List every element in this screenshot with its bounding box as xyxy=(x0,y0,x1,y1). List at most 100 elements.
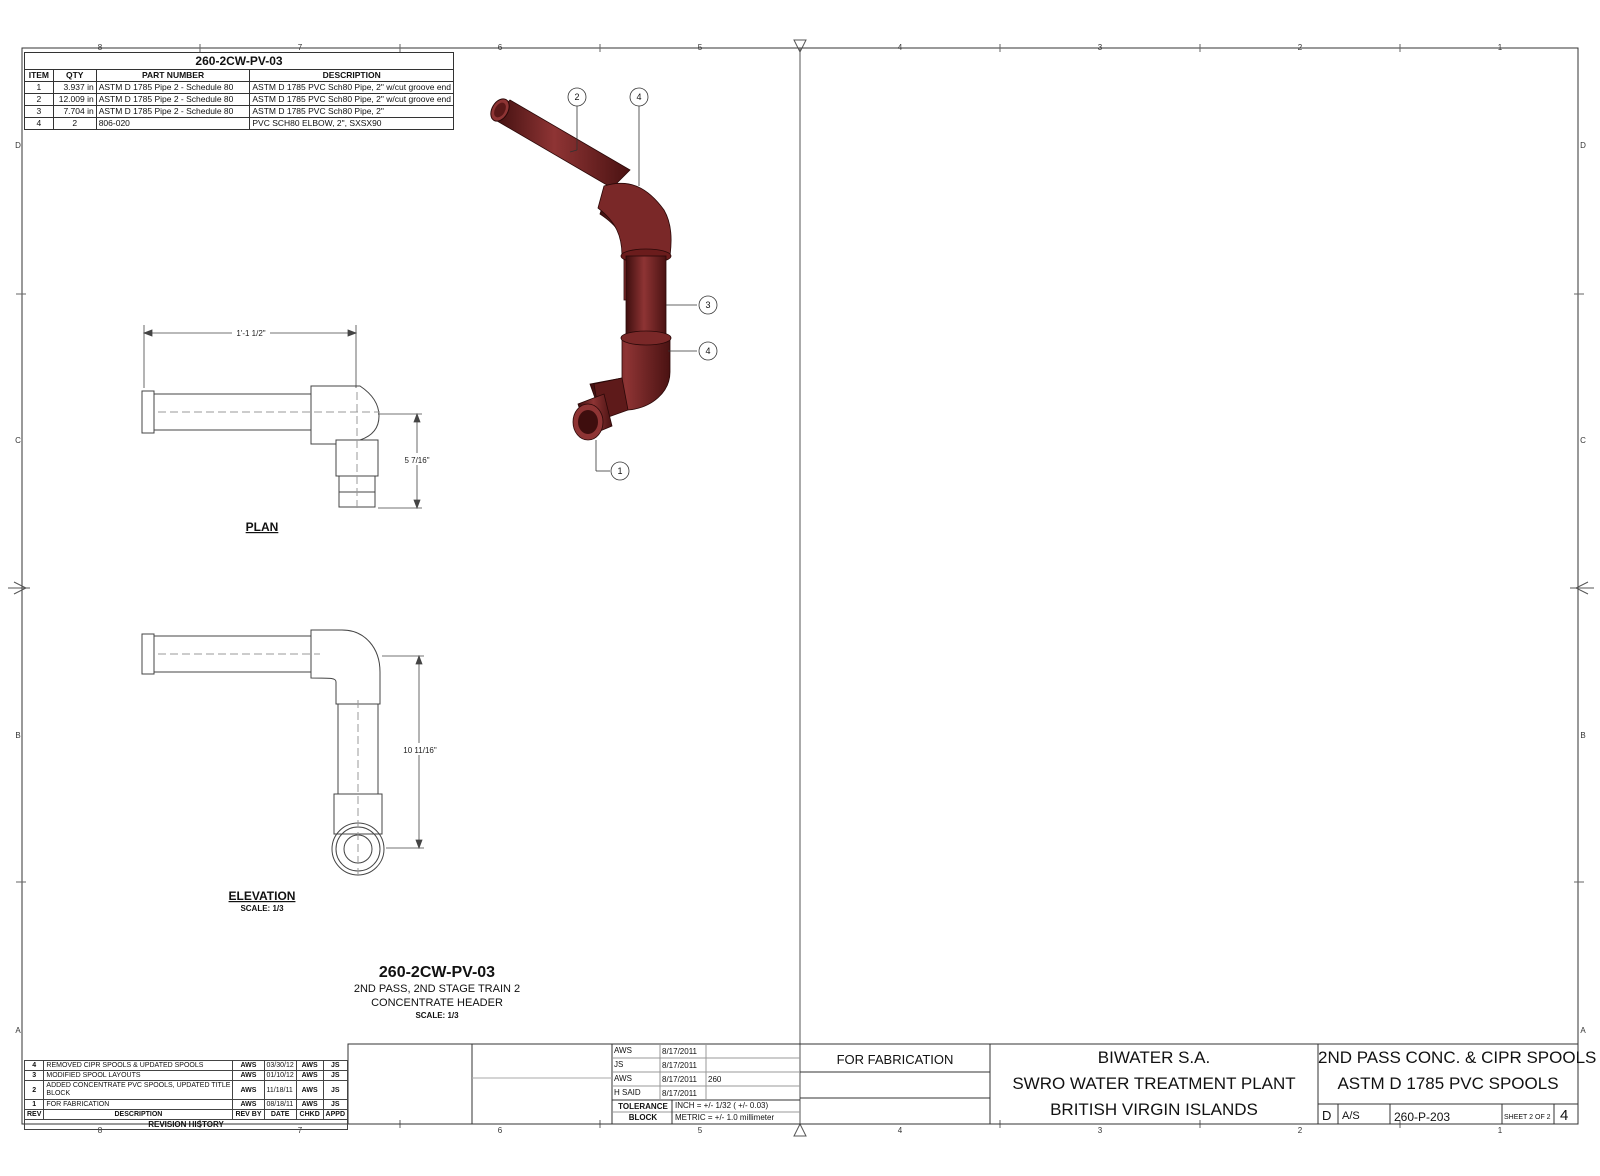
tolerance-label: TOLERANCE BLOCK xyxy=(618,1102,668,1122)
checked-date: 8/17/2011 xyxy=(662,1061,697,1070)
spool-line1: 2ND PASS, 2ND STAGE TRAIN 2 xyxy=(354,983,520,995)
rev-title: REVISION HISTORY xyxy=(24,1119,348,1130)
bom-qty: 12.009 in xyxy=(52,93,97,106)
rev-date: 08/18/11 xyxy=(263,1099,297,1110)
bom-item: 1 xyxy=(24,81,54,94)
status-value: FOR FABRICATION xyxy=(836,1052,954,1067)
zone-top-4: 4 xyxy=(898,43,903,52)
rev-appd: JS xyxy=(322,1080,349,1100)
balloon-leaders xyxy=(569,106,697,472)
client-name: BIWATER S.A. xyxy=(1097,1048,1211,1067)
project-number: 260 xyxy=(708,1075,722,1084)
project-line2: BRITISH VIRGIN ISLANDS xyxy=(1050,1100,1258,1119)
rev-chkd: AWS xyxy=(295,1060,324,1071)
bom-item: 4 xyxy=(24,117,54,130)
bom-title: 260-2CW-PV-03 xyxy=(24,52,454,70)
zone-bottom-3: 3 xyxy=(1098,1126,1103,1135)
zone-left-b: B xyxy=(15,731,20,740)
zone-bottom-7: 7 xyxy=(298,1126,303,1135)
zone-top-1: 1 xyxy=(1498,43,1503,52)
rev-num: 3 xyxy=(23,1070,45,1081)
bom-row: 3 7.704 in ASTM D 1785 Pipe 2 - Schedule… xyxy=(24,105,454,118)
rev-num: 1 xyxy=(23,1099,45,1110)
drawing-title-2: ASTM D 1785 PVC SPOOLS xyxy=(1337,1074,1559,1093)
bom-part: ASTM D 1785 Pipe 2 - Schedule 80 xyxy=(95,105,251,118)
rev-chkd: AWS xyxy=(295,1070,324,1081)
rev-header-rev: REV xyxy=(23,1109,45,1120)
rev-by: AWS xyxy=(232,1070,265,1081)
zone-right-c: C xyxy=(1580,436,1586,445)
revision-row: 3 MODIFIED SPOOL LAYOUTS AWS 01/10/12 AW… xyxy=(23,1070,349,1081)
sheet-number: SHEET 2 OF 2 xyxy=(1504,1114,1551,1121)
tolerance-metric: METRIC = +/- 1.0 millimeter xyxy=(675,1113,775,1122)
rev-appd: JS xyxy=(322,1099,349,1110)
plan-dim-vertical: 5 7/16" xyxy=(404,456,429,465)
approved-date-2: 8/17/2011 xyxy=(662,1089,697,1098)
zone-right-d: D xyxy=(1580,141,1586,150)
zone-right-b: B xyxy=(1580,731,1585,740)
zone-bottom-4: 4 xyxy=(898,1126,903,1135)
spool-id: 260-2CW-PV-03 xyxy=(379,964,495,981)
rev-appd: JS xyxy=(322,1060,349,1071)
bom-row: 4 2 806-020 PVC SCH80 ELBOW, 2", SXSX90 xyxy=(24,117,454,130)
elevation-scale: SCALE: 1/3 xyxy=(240,904,284,913)
zone-top-5: 5 xyxy=(698,43,703,52)
zone-top-2: 2 xyxy=(1298,43,1303,52)
rev-chkd: AWS xyxy=(295,1080,324,1100)
bom-row: 1 3.937 in ASTM D 1785 Pipe 2 - Schedule… xyxy=(24,81,454,94)
tolerance-inch: INCH = +/- 1/32 ( +/- 0.03) xyxy=(675,1101,769,1110)
revision-row: 2 ADDED CONCENTRATE PVC SPOOLS, UPDATED … xyxy=(23,1080,349,1100)
bom-item: 2 xyxy=(24,93,54,106)
bom-part: ASTM D 1785 Pipe 2 - Schedule 80 xyxy=(95,81,251,94)
bom-desc: ASTM D 1785 PVC Sch80 Pipe, 2" xyxy=(249,105,454,118)
title-block-frame xyxy=(347,1043,1579,1125)
balloon-3: 3 xyxy=(705,300,710,310)
bom-desc: ASTM D 1785 PVC Sch80 Pipe, 2" w/cut gro… xyxy=(249,81,454,94)
spool-line2: CONCENTRATE HEADER xyxy=(371,997,503,1009)
revision-history: 4 REMOVED CIPR SPOOLS & UPDATED SPOOLS A… xyxy=(23,1060,349,1130)
approved-by-2: H SAID xyxy=(614,1088,641,1097)
zone-labels: 8 7 6 5 4 3 2 1 8 7 6 5 4 3 2 1 D C B A … xyxy=(15,43,1586,1135)
zone-top-8: 8 xyxy=(98,43,103,52)
rev-date: 01/10/12 xyxy=(263,1070,297,1081)
rev-desc: MODIFIED SPOOL LAYOUTS xyxy=(43,1070,234,1081)
plan-dim-horizontal: 1'-1 1/2" xyxy=(236,329,265,338)
rev-by: AWS xyxy=(232,1080,265,1100)
rev-header-date: DATE xyxy=(263,1109,297,1120)
center-marks xyxy=(8,39,1594,1137)
zone-left-c: C xyxy=(15,436,21,445)
bom-qty: 2 xyxy=(52,117,97,130)
drawn-date: 8/17/2011 xyxy=(662,1047,697,1056)
bom-desc: ASTM D 1785 PVC Sch80 Pipe, 2" w/cut gro… xyxy=(249,93,454,106)
sheet-size: D xyxy=(1322,1108,1332,1123)
balloon-4-bottom: 4 xyxy=(705,346,710,356)
drawn-by: AWS xyxy=(614,1046,632,1055)
plan-dimensions xyxy=(142,325,422,510)
bom-item: 3 xyxy=(24,105,54,118)
zone-bottom-6: 6 xyxy=(498,1126,503,1135)
project-line1: SWRO WATER TREATMENT PLANT xyxy=(1012,1074,1296,1093)
bom-desc: PVC SCH80 ELBOW, 2", SXSX90 xyxy=(249,117,454,130)
rev-header-chkd: CHKD xyxy=(295,1109,324,1120)
rev-num: 4 xyxy=(23,1060,45,1071)
rev-chkd: AWS xyxy=(295,1099,324,1110)
approved-by: AWS xyxy=(614,1074,632,1083)
zone-bottom-1: 1 xyxy=(1498,1126,1503,1135)
rev-desc: ADDED CONCENTRATE PVC SPOOLS, UPDATED TI… xyxy=(43,1080,234,1100)
zone-left-a: A xyxy=(15,1026,21,1035)
rev-header-revby: REV BY xyxy=(232,1109,265,1120)
elevation-dim-vertical: 10 11/16" xyxy=(403,746,437,755)
bom-row: 2 12.009 in ASTM D 1785 Pipe 2 - Schedul… xyxy=(24,93,454,106)
balloons: 2 4 3 4 1 xyxy=(567,87,718,481)
drawing-title-1: 2ND PASS CONC. & CIPR SPOOLS xyxy=(1318,1048,1597,1067)
sheet-scale: A/S xyxy=(1342,1110,1360,1122)
plan-title: PLAN xyxy=(246,520,279,534)
rev-date: 03/30/12 xyxy=(263,1060,297,1071)
zone-top-7: 7 xyxy=(298,43,303,52)
zone-bottom-5: 5 xyxy=(698,1126,703,1135)
rev-num: 2 xyxy=(23,1080,45,1100)
rev-date: 11/18/11 xyxy=(263,1080,297,1100)
rev-by: AWS xyxy=(232,1099,265,1110)
zone-right-a: A xyxy=(1580,1026,1586,1035)
